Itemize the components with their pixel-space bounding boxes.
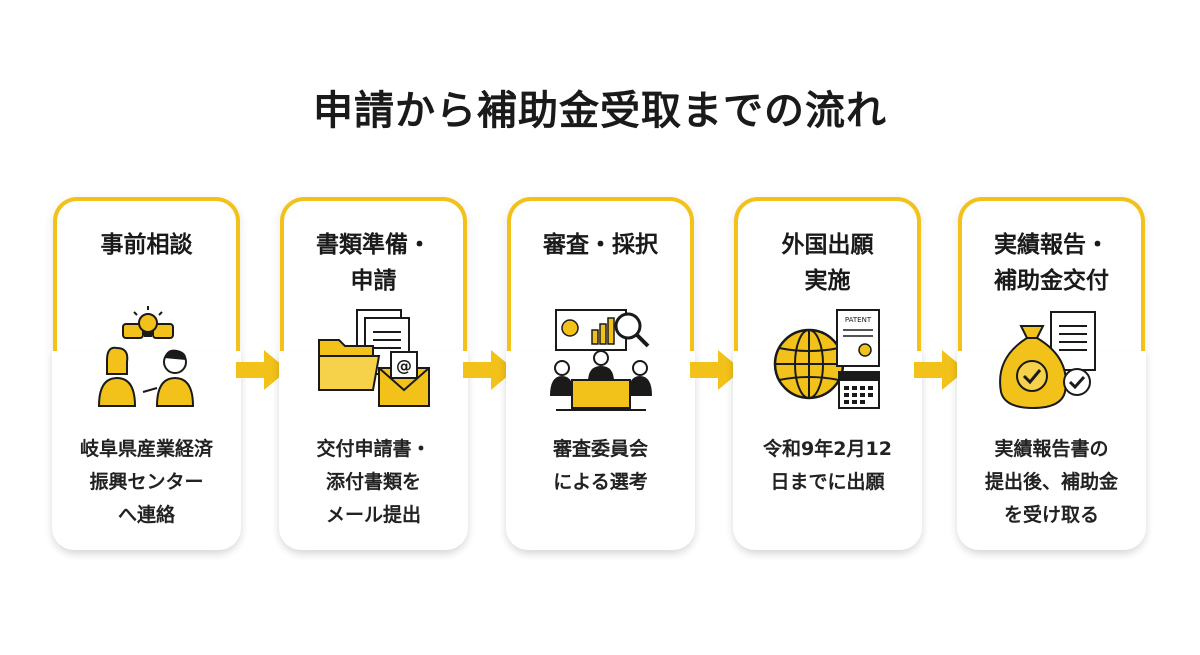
step-title: 事前相談 (100, 232, 193, 258)
consultation-icon (57, 306, 236, 416)
arrow-right-icon (690, 350, 742, 390)
review-meeting-icon (511, 306, 690, 416)
arrow-right-icon (463, 350, 515, 390)
step-title: 実績報告・ 補助金交付 (994, 232, 1109, 294)
step-title: 外国出願 実施 (781, 232, 874, 294)
arrow-right-icon (914, 350, 966, 390)
step-description: 審査委員会 による選考 (552, 438, 648, 493)
step-description: 令和9年2月12 日までに出願 (763, 438, 892, 493)
step-description: 実績報告書の 提出後、補助金 を受け取る (984, 438, 1118, 526)
documents-mail-icon: @ (284, 306, 463, 416)
arrow-right-icon (236, 350, 288, 390)
step-description: 岐阜県産業経済 振興センター へ連絡 (79, 438, 213, 526)
step-card-review: 審査・採択 (506, 197, 695, 550)
step-title: 書類準備・ 申請 (316, 232, 431, 294)
page-title: 申請から補助金受取までの流れ (313, 88, 887, 134)
svg-text:PATENT: PATENT (844, 316, 871, 324)
globe-patent-icon: PATENT (738, 306, 917, 416)
step-card-document-preparation: 書類準備・ 申請 @ 交付申請書・ 添付書類を (279, 197, 468, 550)
money-bag-report-icon (962, 306, 1141, 416)
step-card-consultation: 事前相談 (52, 197, 241, 550)
step-card-grant-payment: 実績報告・ 補助金交付 実績報告書の 提出後 (957, 197, 1146, 550)
step-description: 交付申請書・ 添付書類を メール提出 (316, 438, 431, 526)
step-title: 審査・採択 (543, 232, 658, 258)
svg-text:@: @ (396, 356, 412, 375)
step-card-foreign-filing: 外国出願 実施 PATENT (733, 197, 922, 550)
